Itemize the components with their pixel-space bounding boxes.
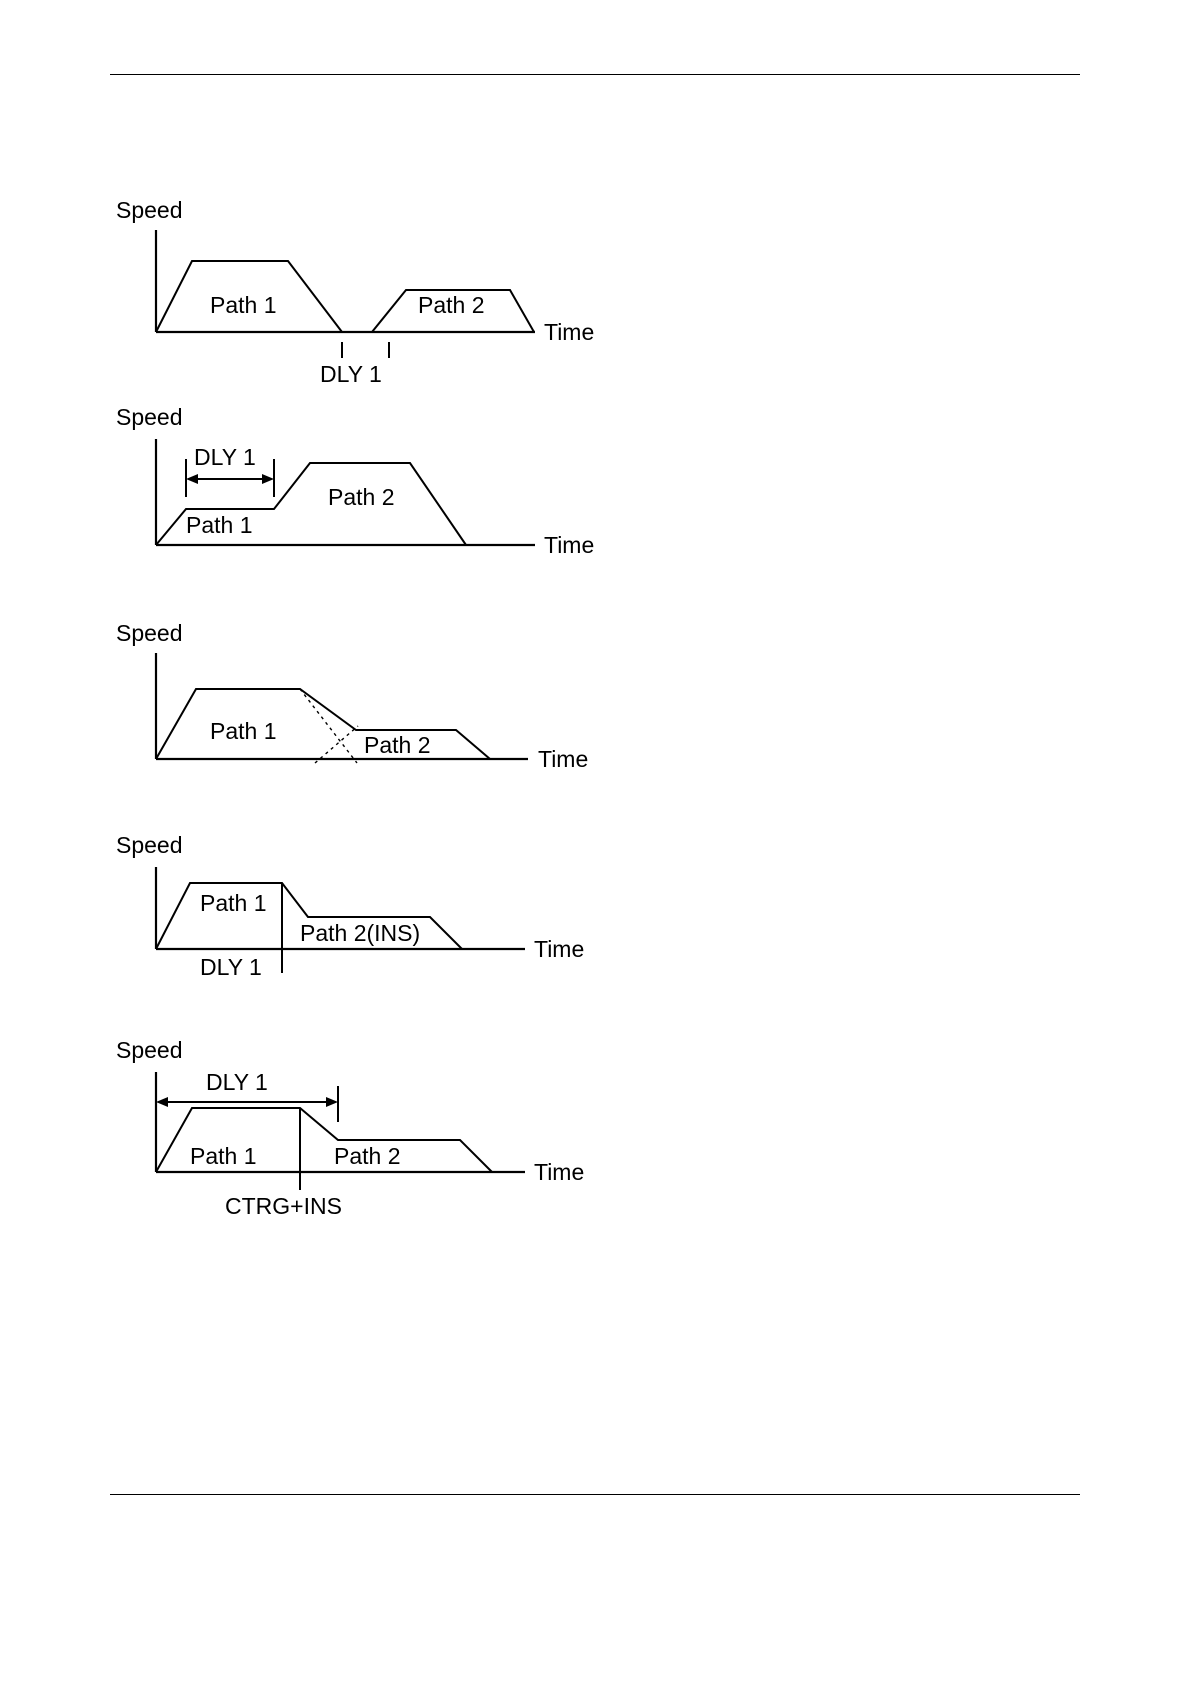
fig5-speed-axis-label: Speed [116,1037,183,1063]
fig2-dly-arrowhead-right [262,474,274,484]
fig1-dly-label: DLY 1 [320,361,382,387]
fig5-speed-profile [155,1107,493,1173]
fig3-speed-axis-label: Speed [116,620,183,646]
fig2-path1-label: Path 1 [186,512,253,538]
figure-3: Speed Time Path 1 Path 2 [110,613,630,778]
fig3-path1-label: Path 1 [210,718,277,744]
fig2-dly-label: DLY 1 [194,444,256,470]
fig3-speed-profile [155,688,491,760]
figure-5: Speed Time DLY 1 Path 1 Path 2 CTRG+INS [110,1030,630,1230]
fig1-speed-axis-label: Speed [116,197,183,223]
fig5-time-axis-label: Time [534,1159,584,1185]
fig5-dly-label: DLY 1 [206,1069,268,1095]
fig1-time-axis-label: Time [544,319,594,345]
fig1-path2-profile [371,289,535,333]
fig3-dotted-accel-line [314,725,359,764]
fig2-speed-axis-label: Speed [116,404,183,430]
fig4-speed-axis-label: Speed [116,832,183,858]
fig5-dly-arrowhead-left [156,1097,168,1107]
fig2-speed-profile [155,462,467,546]
fig3-path2-label: Path 2 [364,732,431,758]
fig2-path2-label: Path 2 [328,484,395,510]
header-rule [110,74,1080,75]
figure-1: Speed Time Path 1 Path 2 DLY 1 [110,190,630,387]
fig4-path2ins-label: Path 2(INS) [300,920,420,946]
fig4-speed-profile [155,882,463,950]
fig1-path1-profile [155,260,343,333]
fig4-path1-label: Path 1 [200,890,267,916]
figure-2: Speed Time Path 1 Path 2 DLY 1 [110,397,630,558]
figure-4: Speed Time Path 1 Path 2(INS) DLY 1 [110,825,630,985]
fig4-dly-label: DLY 1 [200,954,262,980]
fig5-ctrg-ins-label: CTRG+INS [225,1193,342,1219]
fig1-path1-label: Path 1 [210,292,277,318]
fig5-dly-arrowhead-right [326,1097,338,1107]
footer-rule [110,1494,1080,1495]
fig2-dly-arrowhead-left [186,474,198,484]
fig5-path2-label: Path 2 [334,1143,401,1169]
fig1-path2-label: Path 2 [418,292,485,318]
fig5-path1-label: Path 1 [190,1143,257,1169]
fig3-time-axis-label: Time [538,746,588,772]
fig3-dotted-decel-line [299,688,358,764]
fig2-time-axis-label: Time [544,532,594,558]
fig4-time-axis-label: Time [534,936,584,962]
